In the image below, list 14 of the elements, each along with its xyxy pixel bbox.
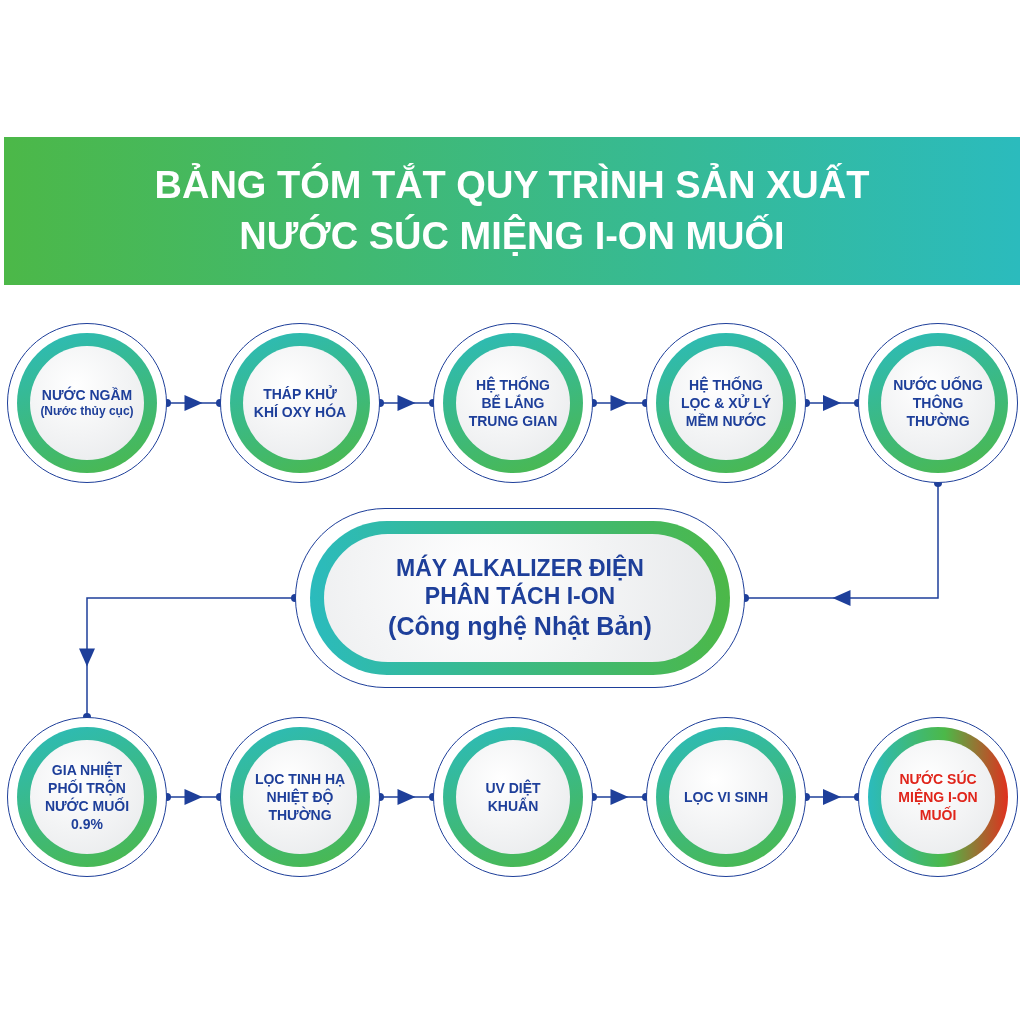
step-label: HỆ THỐNG LỌC & XỬ LÝ MỀM NƯỚC [679, 375, 773, 431]
step-label: THÁP KHỬ KHÍ OXY HÓA [252, 384, 348, 422]
step-label: NƯỚC SÚC MIỆNG I-ON MUỐI [897, 769, 979, 825]
machine-label: MÁY ALKALIZER ĐIỆN PHÂN TÁCH I-ON [395, 555, 645, 611]
title: BẢNG TÓM TẮT QUY TRÌNH SẢN XUẤT NƯỚC SÚC MIỆNG I-ON MUỐI [153, 162, 871, 259]
step-label: HỆ THỐNG BỂ LẮNG TRUNG GIAN [467, 375, 559, 431]
step-label: NƯỚC UỐNG THÔNG THƯỜNG [892, 375, 984, 431]
machine-label: (Công nghệ Nhật Bản) [388, 610, 652, 641]
step-label: (Nước thủy cục) [40, 404, 134, 420]
step-label: LỌC TINH HẠ NHIỆT ĐỘ THƯỜNG [253, 769, 347, 825]
step-label: NƯỚC NGẦM [41, 386, 133, 405]
step-label: LỌC VI SINH [684, 787, 768, 807]
step-label: UV DIỆT KHUẨN [484, 778, 542, 816]
step-label: GIA NHIỆT PHỐI TRỘN NƯỚC MUỐI 0.9% [43, 760, 131, 834]
